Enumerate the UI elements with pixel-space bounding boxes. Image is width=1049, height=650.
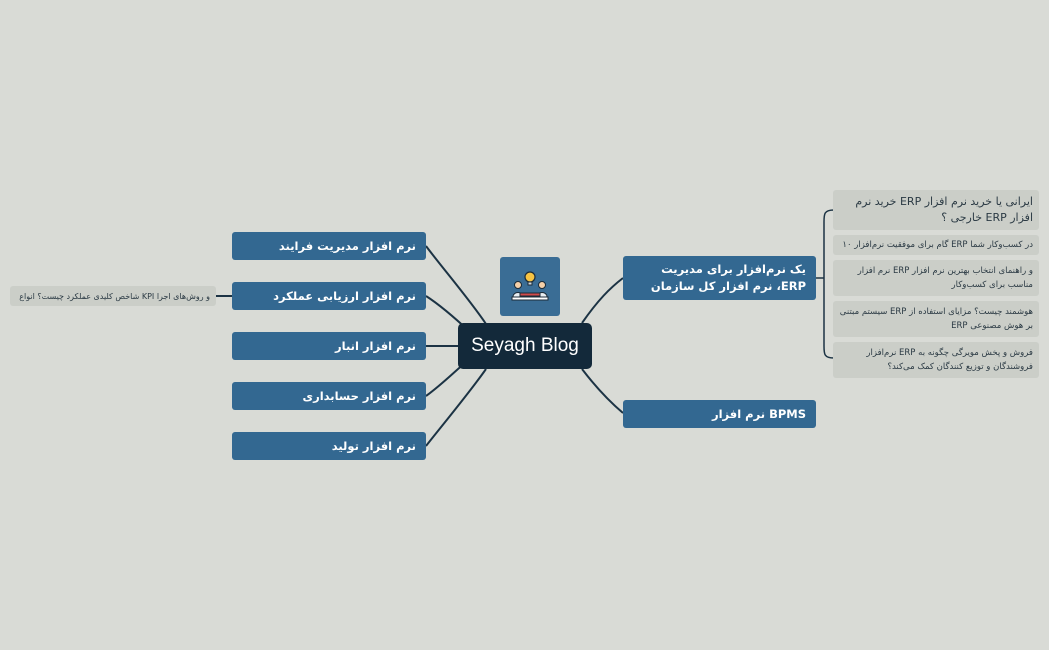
- branch-production[interactable]: نرم افزار تولید: [232, 432, 426, 460]
- bracket-right-children: [823, 209, 835, 359]
- leaf-erp-guide[interactable]: و راهنمای انتخاب بهترین نرم افزار ERP نر…: [833, 260, 1039, 296]
- branch-bpms[interactable]: BPMS نرم افزار: [623, 400, 816, 428]
- branch-erp[interactable]: یک نرم‌افزار برای مدیریت ERP، نرم افزار …: [623, 256, 816, 300]
- leaf-erp-distribution[interactable]: فروش و پخش مویرگی چگونه به ERP نرم‌افزار…: [833, 342, 1039, 378]
- branch-performance-evaluation[interactable]: نرم افزار ارزیابی عملکرد: [232, 282, 426, 310]
- line-center-to-left-1: [425, 245, 487, 325]
- team-idea-icon: [500, 257, 560, 316]
- branch-accounting[interactable]: نرم افزار حسابداری: [232, 382, 426, 410]
- leaf-erp-ai[interactable]: هوشمند چیست؟ مزایای استفاده از ERP سیستم…: [833, 301, 1039, 337]
- branch-warehouse[interactable]: نرم افزار انبار: [232, 332, 426, 360]
- leaf-erp-steps[interactable]: در کسب‌وکار شما ERP گام برای موفقیت نرم‌…: [833, 235, 1039, 255]
- leaf-kpi[interactable]: و روش‌های اجرا KPI شاخص کلیدی عملکرد چیس…: [10, 286, 216, 306]
- central-topic[interactable]: Seyagh Blog: [458, 323, 592, 369]
- line-center-to-left-5: [425, 368, 487, 447]
- line-center-to-right-1: [581, 277, 624, 324]
- line-center-to-right-2: [581, 368, 624, 414]
- branch-process-management[interactable]: نرم افزار مدیریت فرایند: [232, 232, 426, 260]
- leaf-erp-buy[interactable]: ایرانی یا خرید نرم افزار ERP خرید نرم اف…: [833, 190, 1039, 230]
